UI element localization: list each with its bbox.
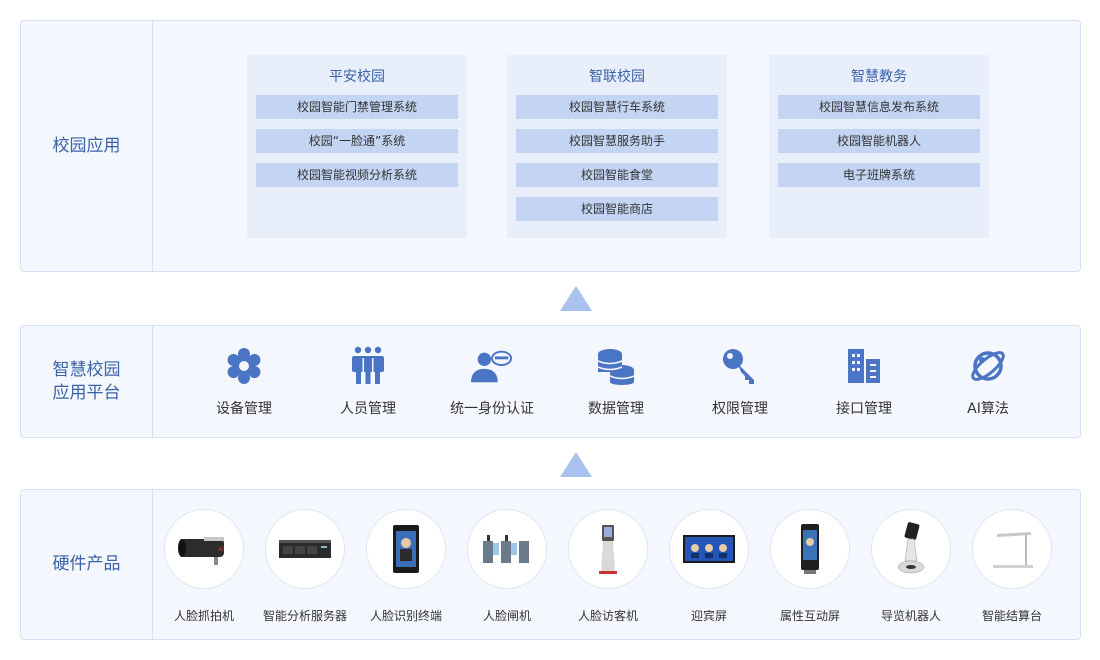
gate-icon [467, 509, 547, 589]
hardware-items: AI 人脸抓拍机 智能分析服务器 人脸识别 [154, 490, 1080, 639]
hardware-item-label: 迎宾屏 [690, 609, 727, 623]
app-item[interactable]: 校园智能商店 [516, 197, 718, 221]
app-item[interactable]: 校园智慧信息发布系统 [778, 95, 980, 119]
verified-user-icon [471, 346, 513, 386]
visitor-kiosk-icon [568, 509, 648, 589]
platform-item-permission[interactable]: 权限管理 [680, 326, 800, 439]
people-icon [347, 346, 389, 386]
hardware-layer: 硬件产品 AI 人脸抓拍机 智能分析服务器 [20, 489, 1081, 640]
app-item[interactable]: 校园智能门禁管理系统 [256, 95, 458, 119]
platform-item-label: 设备管理 [216, 401, 272, 417]
hardware-item-face-gate[interactable]: 人脸闸机 [457, 490, 557, 641]
hardware-item-label: 智能结算台 [981, 609, 1042, 623]
hardware-item-face-camera[interactable]: AI 人脸抓拍机 [154, 490, 254, 641]
platform-item-people[interactable]: 人员管理 [308, 326, 428, 439]
hardware-item-label: 属性互动屏 [779, 609, 840, 623]
hardware-item-label: 人脸抓拍机 [173, 609, 234, 623]
platform-item-label: 接口管理 [836, 401, 892, 417]
platform-item-interface[interactable]: 接口管理 [804, 326, 924, 439]
welcome-screen-icon [669, 509, 749, 589]
platform-item-label: 权限管理 [712, 401, 768, 417]
hardware-item-visitor-kiosk[interactable]: 人脸访客机 [558, 490, 658, 641]
platform-item-label: AI算法 [967, 401, 1009, 417]
campus-application-layer: 校园应用 平安校园 校园智能门禁管理系统 校园“一脸通”系统 校园智能视频分析系… [20, 20, 1081, 272]
key-icon [719, 346, 761, 386]
platform-item-device[interactable]: 设备管理 [184, 326, 304, 439]
platform-item-data[interactable]: 数据管理 [556, 326, 676, 439]
hardware-item-label: 人脸闸机 [482, 609, 531, 623]
app-column-connected-campus: 智联校园 校园智慧行车系统 校园智慧服务助手 校园智能食堂 校园智能商店 [507, 55, 727, 238]
planet-icon [967, 346, 1009, 386]
app-column-title: 智慧教务 [851, 69, 907, 85]
hardware-item-label: 智能分析服务器 [262, 609, 347, 623]
app-item[interactable]: 校园智慧行车系统 [516, 95, 718, 119]
hardware-item-server[interactable]: 智能分析服务器 [255, 490, 355, 641]
platform-item-label: 人员管理 [340, 401, 396, 417]
building-icon [843, 346, 885, 386]
platform-item-label: 统一身份认证 [450, 401, 534, 417]
robot-icon [871, 509, 951, 589]
platform-layer: 智慧校园 应用平台 设备管理 人员管理 [20, 325, 1081, 438]
app-columns: 平安校园 校园智能门禁管理系统 校园“一脸通”系统 校园智能视频分析系统 智联校… [154, 21, 1080, 271]
database-icon [595, 346, 637, 386]
app-item[interactable]: 校园“一脸通”系统 [256, 129, 458, 153]
platform-item-ai[interactable]: AI算法 [928, 326, 1048, 439]
bullet-camera-icon: AI [164, 509, 244, 589]
app-item[interactable]: 校园智能食堂 [516, 163, 718, 187]
app-column-title: 平安校园 [329, 69, 385, 85]
app-item[interactable]: 电子班牌系统 [778, 163, 980, 187]
server-icon [265, 509, 345, 589]
hardware-item-label: 导览机器人 [880, 609, 941, 623]
layer-label-hardware: 硬件产品 [21, 490, 153, 639]
app-item[interactable]: 校园智能视频分析系统 [256, 163, 458, 187]
interactive-screen-icon [770, 509, 850, 589]
up-arrow-icon [560, 286, 592, 311]
layer-label-app: 校园应用 [21, 21, 153, 271]
app-column-smart-academics: 智慧教务 校园智慧信息发布系统 校园智能机器人 电子班牌系统 [769, 55, 989, 238]
platform-item-label: 数据管理 [588, 401, 644, 417]
app-item[interactable]: 校园智能机器人 [778, 129, 980, 153]
platform-item-identity[interactable]: 统一身份认证 [432, 326, 552, 439]
svg-text:AI: AI [218, 546, 224, 553]
hardware-item-face-terminal[interactable]: 人脸识别终端 [356, 490, 456, 641]
checkout-counter-icon [972, 509, 1052, 589]
app-item[interactable]: 校园智慧服务助手 [516, 129, 718, 153]
hardware-item-checkout-counter[interactable]: 智能结算台 [962, 490, 1062, 641]
layer-label-platform: 智慧校园 应用平台 [21, 326, 153, 437]
app-column-title: 智联校园 [589, 69, 645, 85]
face-terminal-icon [366, 509, 446, 589]
hardware-item-interactive-screen[interactable]: 属性互动屏 [760, 490, 860, 641]
hardware-item-welcome-screen[interactable]: 迎宾屏 [659, 490, 759, 641]
app-column-safe-campus: 平安校园 校园智能门禁管理系统 校园“一脸通”系统 校园智能视频分析系统 [247, 55, 467, 238]
up-arrow-icon [560, 452, 592, 477]
hardware-item-guide-robot[interactable]: 导览机器人 [861, 490, 961, 641]
hardware-item-label: 人脸访客机 [577, 609, 638, 623]
platform-items: 设备管理 人员管理 统一身份认证 [154, 326, 1080, 437]
gear-icon [223, 346, 265, 386]
hardware-item-label: 人脸识别终端 [369, 609, 442, 623]
